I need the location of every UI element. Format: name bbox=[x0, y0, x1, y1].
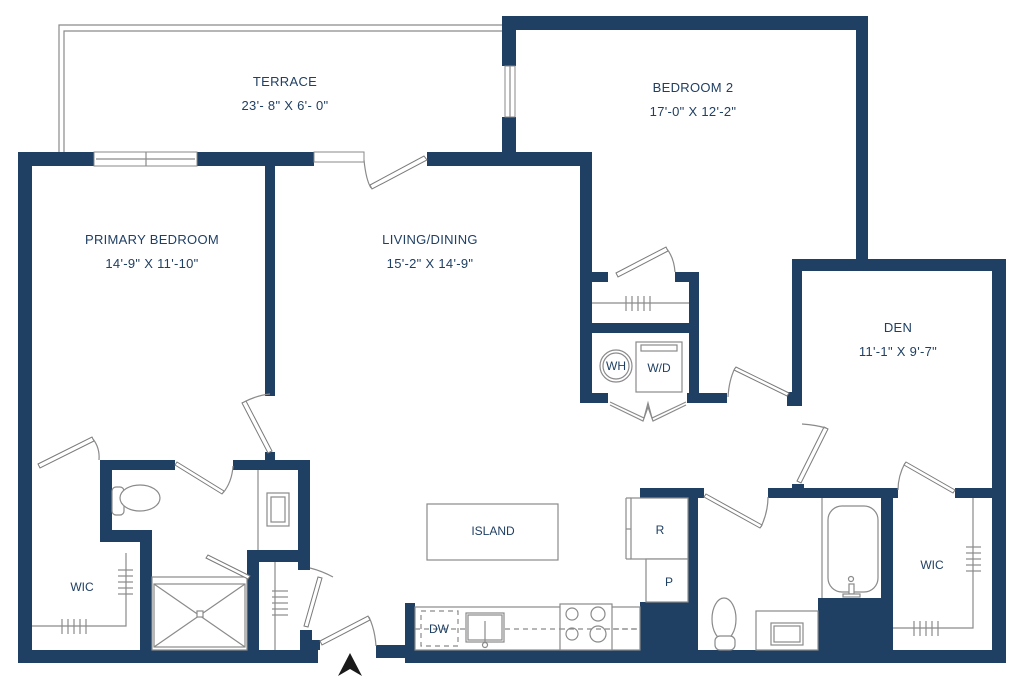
room-size-den: 11'-1" X 9'-7" bbox=[859, 344, 937, 359]
pantry-label: P bbox=[665, 575, 673, 589]
dishwasher bbox=[420, 610, 459, 647]
door-terrace[interactable] bbox=[369, 155, 428, 190]
toilet-bath2 bbox=[711, 597, 737, 651]
room-size-primary: 14'-9" X 11'-10" bbox=[105, 256, 198, 271]
refrigerator bbox=[630, 497, 689, 560]
door-primary-bedroom[interactable] bbox=[241, 400, 273, 454]
north-arrow-icon bbox=[338, 653, 362, 676]
room-labels: TERRACE 23'- 8" X 6'- 0" BEDROOM 2 17'-0… bbox=[70, 74, 944, 636]
door-den[interactable] bbox=[796, 426, 829, 484]
washer-dryer-label: W/D bbox=[647, 361, 671, 375]
door-entry[interactable] bbox=[319, 615, 371, 646]
windows bbox=[93, 65, 516, 167]
door-bedroom2-closet[interactable] bbox=[615, 246, 669, 278]
water-heater-label: WH bbox=[606, 359, 626, 373]
room-name-terrace: TERRACE bbox=[253, 74, 317, 89]
range bbox=[559, 603, 640, 651]
room-name-primary: PRIMARY BEDROOM bbox=[85, 232, 219, 247]
island-label: ISLAND bbox=[471, 524, 515, 538]
fixtures bbox=[32, 296, 981, 651]
kitchen-island bbox=[426, 503, 559, 561]
pantry bbox=[645, 558, 689, 603]
door-wic-right[interactable] bbox=[903, 461, 956, 494]
door-primary-bath[interactable] bbox=[174, 461, 225, 495]
door-linen[interactable] bbox=[303, 576, 323, 628]
doors bbox=[37, 155, 956, 647]
room-size-bedroom2: 17'-0" X 12'-2" bbox=[650, 104, 737, 119]
room-name-den: DEN bbox=[884, 320, 912, 335]
door-laundry[interactable] bbox=[609, 400, 687, 419]
door-bath2[interactable] bbox=[703, 493, 763, 529]
tub bbox=[821, 498, 879, 598]
terrace-railing bbox=[58, 24, 505, 152]
room-name-wic-right: WIC bbox=[920, 558, 944, 572]
room-name-living: LIVING/DINING bbox=[382, 232, 478, 247]
room-name-wic-left: WIC bbox=[70, 580, 94, 594]
shower-primary bbox=[151, 554, 251, 651]
hanger-marks bbox=[61, 569, 133, 634]
door-wic-left[interactable] bbox=[37, 436, 95, 469]
walls bbox=[18, 16, 1006, 663]
room-name-bedroom2: BEDROOM 2 bbox=[653, 80, 734, 95]
room-size-terrace: 23'- 8" X 6'- 0" bbox=[242, 98, 329, 113]
room-size-living: 15'-2" X 14'-9" bbox=[387, 256, 474, 271]
dishwasher-label: DW bbox=[429, 622, 450, 636]
door-bedroom2[interactable] bbox=[733, 366, 790, 397]
refrigerator-label: R bbox=[656, 523, 665, 537]
toilet-primary bbox=[111, 484, 161, 516]
